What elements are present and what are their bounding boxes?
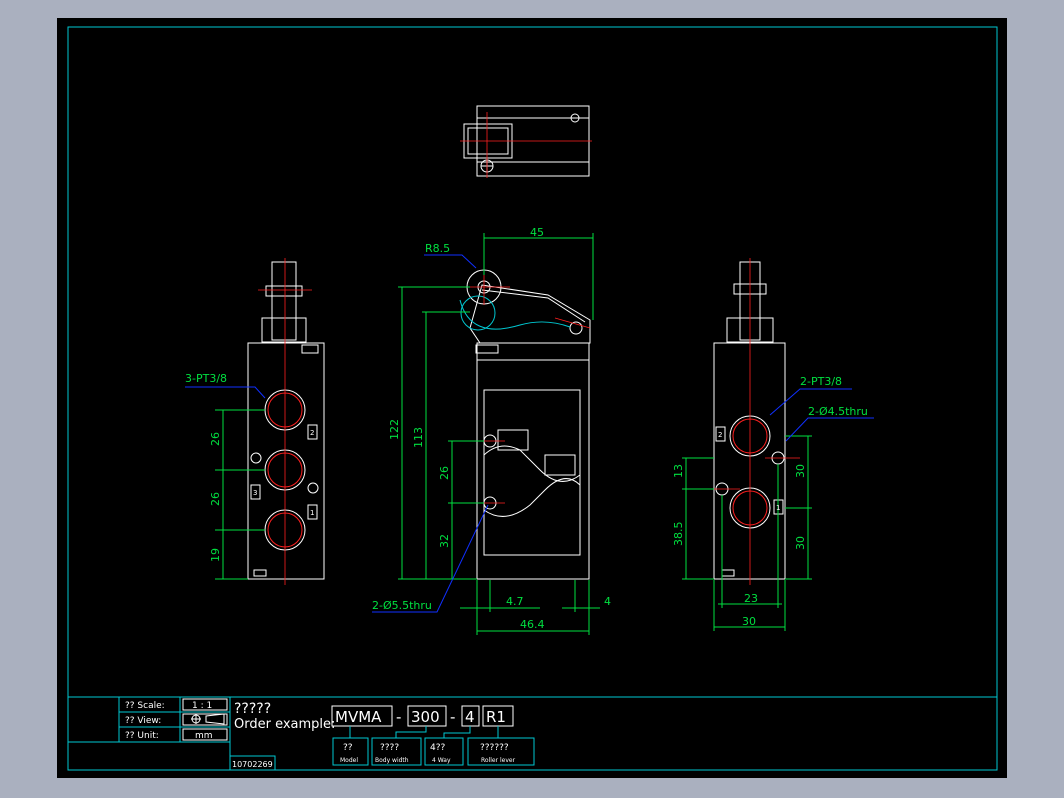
legend-way-top: 4?? [430, 743, 446, 753]
right-port-label-2: 2 [718, 431, 722, 439]
title-block-text: ?? Scale: 1 : 1 ?? View: ?? Unit: mm 107… [125, 701, 516, 769]
code-dash-1: - [396, 708, 401, 726]
right-port-label-1: 1 [776, 504, 780, 512]
code-actuator: R1 [486, 708, 506, 726]
dim-holes-right: 2-Ø4.5thru [808, 405, 868, 418]
right-view-body [713, 342, 786, 580]
left-view-body [247, 342, 325, 580]
holes-leader [372, 504, 489, 613]
dim-ports-right: 2-PT3/8 [800, 375, 842, 388]
dim-right-30b: 30 [794, 536, 807, 550]
dim-122: 122 [388, 419, 401, 440]
dim-26-center: 26 [438, 466, 451, 480]
left-port-label-1: 1 [310, 509, 314, 517]
unit-value: mm [195, 731, 213, 741]
dim-right-30w: 30 [742, 615, 756, 628]
front-view [372, 233, 600, 635]
lever-arc [459, 299, 571, 330]
scale-value: 1 : 1 [192, 701, 212, 711]
code-dash-2: - [450, 708, 455, 726]
legend-width-top: ???? [380, 743, 399, 753]
drawing-sheet: 45 R8.5 122 113 26 32 4.7 4 46.4 2-Ø5.5t… [57, 18, 1007, 778]
scale-label: ?? Scale: [125, 701, 165, 711]
roller-lever [469, 284, 591, 344]
dim-ports-left: 3-PT3/8 [185, 372, 227, 385]
code-box-model [331, 705, 393, 727]
right-holes-leader [785, 417, 874, 442]
code-width: 300 [411, 708, 440, 726]
dim-left-26b: 26 [209, 492, 222, 506]
legend-box-actuator [467, 737, 535, 766]
first-angle-projection-icon [205, 713, 225, 725]
dim-right-38-5: 38.5 [672, 522, 685, 547]
dim-r85: R8.5 [425, 242, 450, 255]
top-view [460, 105, 592, 178]
legend-width-bottom: Body width [375, 757, 409, 764]
dim-46-4: 46.4 [520, 618, 545, 631]
dim-113: 113 [412, 427, 425, 448]
front-view-body [476, 359, 590, 580]
legend-way-bottom: 4 Way [432, 757, 451, 764]
dim-right-30a: 30 [794, 464, 807, 478]
dim-left-19: 19 [209, 548, 222, 562]
unit-label: ?? Unit: [125, 731, 159, 741]
dim-32: 32 [438, 534, 451, 548]
dimension-labels: 45 R8.5 122 113 26 32 4.7 4 46.4 2-Ø5.5t… [185, 226, 868, 631]
code-box-width [407, 705, 447, 727]
title-block [68, 697, 535, 771]
view-label: ?? View: [125, 716, 161, 726]
drawing-border [67, 26, 998, 771]
cad-drawing: 45 R8.5 122 113 26 32 4.7 4 46.4 2-Ø5.5t… [67, 26, 998, 771]
dim-4: 4 [604, 595, 611, 608]
dim-right-23: 23 [744, 592, 758, 605]
code-way: 4 [465, 708, 475, 726]
r85-leader [424, 254, 477, 269]
drawing-heading: ????? [234, 701, 271, 717]
dim-right-13: 13 [672, 464, 685, 478]
left-ports-leader [185, 386, 266, 399]
code-model: MVMA [335, 708, 382, 726]
order-example-label: Order example: [234, 717, 335, 732]
left-port-label-2: 2 [310, 429, 314, 437]
dim-left-26a: 26 [209, 432, 222, 446]
port-labels: 2 3 1 2 1 [253, 429, 780, 517]
dim-4-7: 4.7 [506, 595, 524, 608]
legend-actuator-top: ?????? [480, 743, 509, 753]
right-view [682, 258, 874, 631]
right-ports-leader [769, 388, 852, 416]
left-view-roller-arm [271, 261, 297, 341]
drawing-number: 10702269 [232, 760, 273, 769]
dim-45: 45 [530, 226, 544, 239]
dim-holes-center: 2-Ø5.5thru [372, 599, 432, 612]
legend-model-top: ?? [343, 743, 353, 753]
left-port-label-3: 3 [253, 489, 257, 497]
left-view [185, 258, 325, 585]
legend-model-bottom: Model [340, 757, 358, 764]
legend-actuator-bottom: Roller lever [481, 757, 516, 764]
